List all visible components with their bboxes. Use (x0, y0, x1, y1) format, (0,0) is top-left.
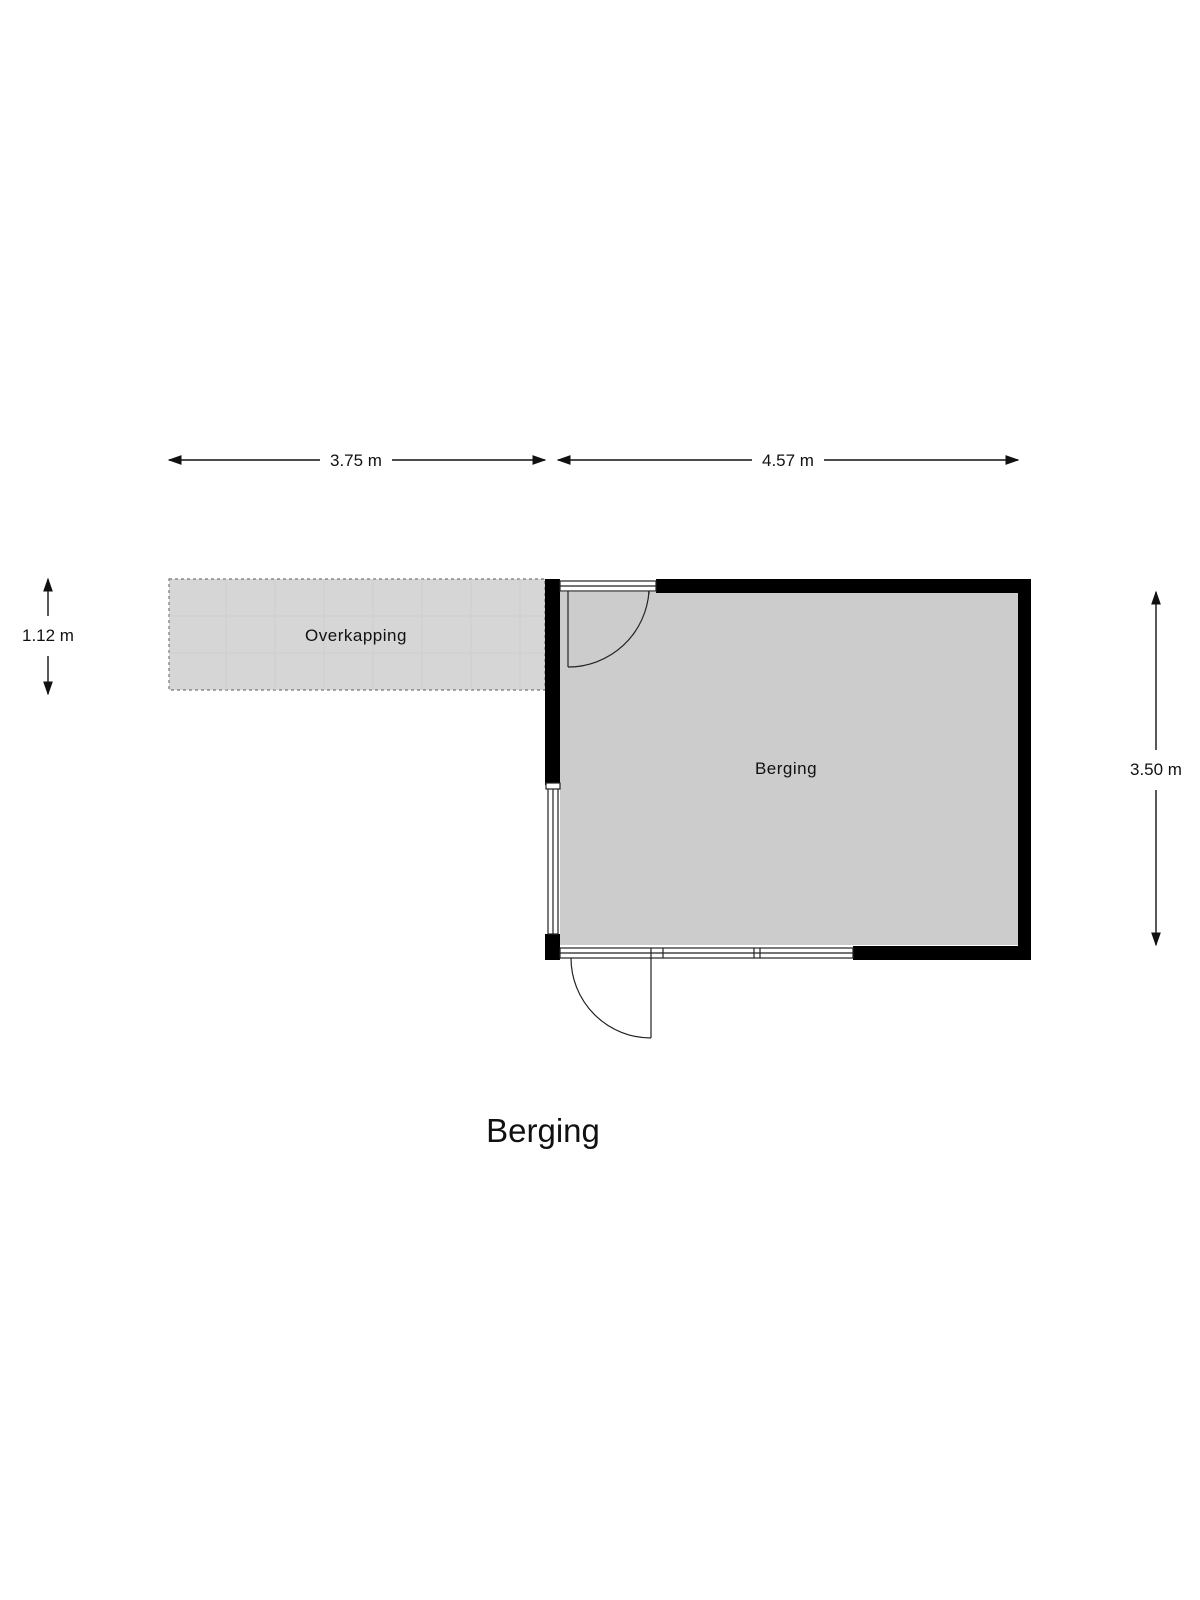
dimension-left: 1.12 m (22, 626, 74, 645)
room-label-berging: Berging (755, 759, 817, 778)
top-door (559, 580, 657, 668)
berging-floor (560, 592, 1018, 945)
dimension-right: 3.50 m (1130, 760, 1182, 779)
dimension-top-right: 4.57 m (762, 451, 814, 470)
dimension-top-left: 3.75 m (330, 451, 382, 470)
overkapping-area (168, 578, 546, 691)
walls (545, 579, 1031, 960)
plan-title: Berging (486, 1112, 600, 1149)
bottom-door (559, 947, 854, 1039)
dimension-lines (43, 455, 1161, 947)
room-label-overkapping: Overkapping (305, 626, 407, 645)
left-window (545, 782, 561, 935)
